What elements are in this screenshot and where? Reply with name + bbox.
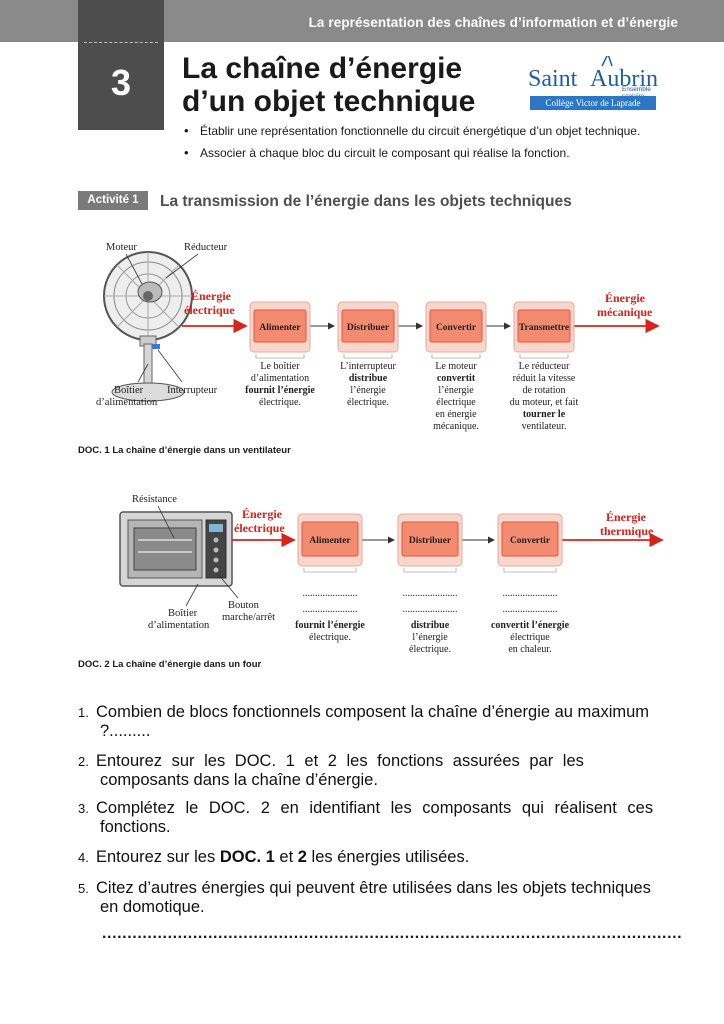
svg-text:Convertir: Convertir <box>510 536 551 546</box>
doc1-desc4-l5: tourner le <box>523 409 566 420</box>
doc1-desc3-l2: convertit <box>437 373 476 384</box>
answer-line[interactable]: ........................................… <box>102 925 682 942</box>
doc2-diagram: Résistance Boîtier d’alimentation Bouton… <box>119 494 664 655</box>
doc2-output-energy-1: Énergie <box>606 510 647 524</box>
activity-badge: Activité 1 <box>78 191 148 210</box>
doc2-input-energy-2: électrique <box>234 521 285 535</box>
svg-text:Transmettre: Transmettre <box>519 323 569 333</box>
svg-text:Distribuer: Distribuer <box>347 323 390 333</box>
doc2-label-boitier-2: d’alimentation <box>148 620 210 631</box>
doc1-desc1-l3: fournit l’énergie <box>245 385 315 396</box>
svg-text:Alimenter: Alimenter <box>259 323 301 333</box>
doc2-desc1-l1: fournit l’énergie <box>295 620 365 631</box>
header-banner-text: La représentation des chaînes d’informat… <box>308 15 678 30</box>
school-logo: Saint Aubrin Ensemble scolaire Collège V… <box>528 56 674 112</box>
doc1-desc3-l5: en énergie <box>435 409 477 420</box>
doc2-label-bouton-2: marche/arrêt <box>222 612 275 623</box>
doc2-dots-2a: ...................... <box>403 588 458 599</box>
doc2-dots-2b: ...................... <box>403 604 458 615</box>
doc1-block-convertir: Convertir <box>425 301 487 353</box>
doc2-desc2-l2: l’énergie <box>412 632 448 643</box>
question-3: 3.Complétez le DOC. 2 en identifiant les… <box>78 799 654 836</box>
objective-item: Établir une représentation fonctionnelle… <box>182 123 640 138</box>
doc2-block-distribuer: Distribuer <box>397 513 463 567</box>
doc1-diagram: Moteur Réducteur Boîtier d’alimentation … <box>96 242 660 432</box>
logo-saint: Saint <box>528 66 578 92</box>
logo-aubrin: Aubrin <box>590 66 658 92</box>
doc2-desc2-l3: électrique. <box>409 644 451 655</box>
doc1-output-energy-2: mécanique <box>597 305 653 319</box>
doc2-output-energy-2: thermique <box>600 524 654 538</box>
doc1-block-distribuer: Distribuer <box>337 301 399 353</box>
doc1-block-alimenter: Alimenter <box>249 301 311 353</box>
doc1-desc4-l4: du moteur, et fait <box>510 397 579 408</box>
doc1-desc4-l6: ventilateur. <box>522 421 567 432</box>
doc2-label-resistance: Résistance <box>132 494 177 505</box>
oven-illustration <box>119 511 233 587</box>
objectives-list: Établir une représentation fonctionnelle… <box>182 123 640 168</box>
activity-title: La transmission de l’énergie dans les ob… <box>160 193 572 210</box>
doc2-desc3-l3: en chaleur. <box>508 644 551 655</box>
doc1-desc3-l3: l’énergie <box>438 385 474 396</box>
chapter-number: 3 <box>110 62 132 103</box>
doc2-desc1-l2: électrique. <box>309 632 351 643</box>
doc1-desc1-l2: d’alimentation <box>251 373 309 384</box>
doc1-input-energy-2: électrique <box>184 303 235 317</box>
logo-college: Collège Victor de Laprade <box>530 96 656 110</box>
doc2-dots-3b: ...................... <box>503 604 558 615</box>
question-2: 2.Entourez sur les DOC. 1 et 2 les fonct… <box>78 752 584 789</box>
chapter-number-box: 3 <box>78 0 164 130</box>
page-title: La chaîne d’énergie d’un objet technique <box>182 52 476 118</box>
doc1-desc4-l2: réduit la vitesse <box>513 373 576 384</box>
doc1-output-energy-1: Énergie <box>605 291 646 305</box>
doc1-desc1-l4: électrique. <box>259 397 301 408</box>
doc1-label-boitier-1: Boîtier <box>114 385 144 396</box>
doc1-desc4-l1: Le réducteur <box>519 361 570 372</box>
doc2-input-energy-1: Énergie <box>242 507 283 521</box>
fan-illustration <box>103 251 193 402</box>
doc1-desc3-l4: électrique <box>436 397 476 408</box>
doc2-desc3-l2: électrique <box>510 632 550 643</box>
doc1-block-transmettre: Transmettre <box>513 301 575 353</box>
doc2-label-bouton-1: Bouton <box>228 600 260 611</box>
doc1-label-interrupteur: Interrupteur <box>167 385 218 396</box>
doc1-desc3-l1: Le moteur <box>435 361 477 372</box>
doc2-caption: DOC. 2 La chaîne d’énergie dans un four <box>78 659 262 670</box>
doc1-desc4-l3: de rotation <box>522 385 565 396</box>
doc2-block-alimenter: Alimenter <box>297 513 363 567</box>
svg-text:Convertir: Convertir <box>436 323 477 333</box>
svg-text:Distribuer: Distribuer <box>409 536 452 546</box>
doc1-desc3-l6: mécanique. <box>433 421 479 432</box>
doc2-desc3-l1: convertit l’énergie <box>491 620 570 631</box>
doc1-desc2-l4: électrique. <box>347 397 389 408</box>
question-4: 4.Entourez sur les DOC. 1 et 2 les énerg… <box>78 848 470 866</box>
doc2-label-boitier-1: Boîtier <box>168 608 198 619</box>
doc2-desc2-l1: distribue <box>411 620 450 631</box>
doc2-dots-1b: ...................... <box>303 604 358 615</box>
doc1-label-moteur: Moteur <box>106 242 137 253</box>
doc1-desc2-l1: L’interrupteur <box>340 361 396 372</box>
doc1-desc2-l2: distribue <box>349 373 388 384</box>
question-1: 1.Combien de blocs fonctionnels composen… <box>78 703 650 740</box>
doc1-input-energy-1: Énergie <box>191 289 232 303</box>
doc1-desc1-l1: Le boîtier <box>260 361 300 372</box>
doc1-caption: DOC. 1 La chaîne d’énergie dans un venti… <box>78 445 291 456</box>
question-5: 5.Citez d’autres énergies qui peuvent êt… <box>78 879 651 916</box>
svg-text:Alimenter: Alimenter <box>309 536 351 546</box>
doc2-block-convertir: Convertir <box>497 513 563 567</box>
objective-item: Associer à chaque bloc du circuit le com… <box>182 145 640 160</box>
doc2-dots-3a: ...................... <box>503 588 558 599</box>
doc2-dots-1a: ...................... <box>303 588 358 599</box>
doc1-label-boitier-2: d’alimentation <box>96 397 158 408</box>
doc1-label-reducteur: Réducteur <box>184 242 228 253</box>
doc1-desc2-l3: l’énergie <box>350 385 386 396</box>
